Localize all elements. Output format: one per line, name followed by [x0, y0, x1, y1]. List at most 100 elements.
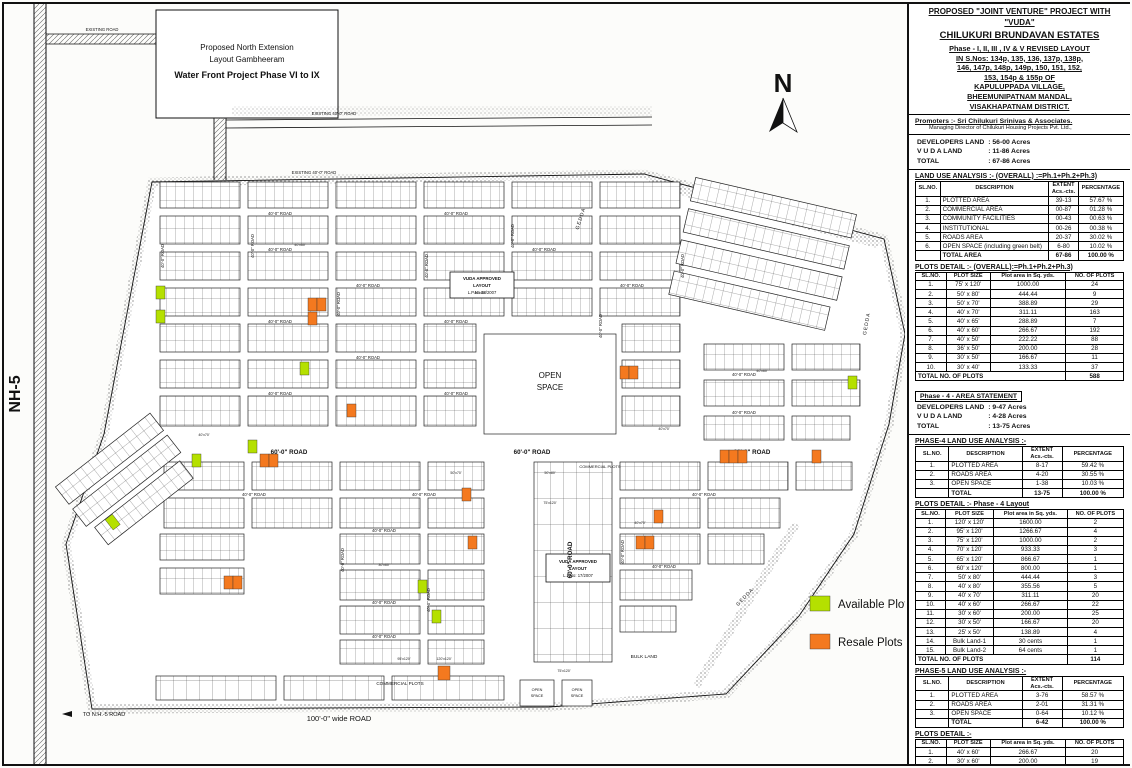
svg-text:SPACE: SPACE — [531, 694, 544, 698]
phase4-statement-heading: Phase - 4 - AREA STATEMENT — [915, 391, 1023, 403]
resale-plot[interactable] — [461, 487, 472, 502]
phase4-area-statement: Phase - 4 - AREA STATEMENT DEVELOPERS LA… — [909, 384, 1130, 434]
svg-text:40'-0" ROAD: 40'-0" ROAD — [444, 391, 468, 396]
svg-text:40'-0" ROAD: 40'-0" ROAD — [268, 391, 292, 396]
resale-plot[interactable] — [628, 365, 639, 380]
resale-plot[interactable] — [268, 453, 279, 468]
bulk-land-label: BULK LAND — [631, 654, 658, 660]
svg-text:40'-0" ROAD: 40'-0" ROAD — [356, 355, 380, 360]
commercial-plots-label-2: COMMERCIAL PLOTS — [376, 681, 423, 686]
svg-text:40'-0" ROAD: 40'-0" ROAD — [372, 600, 396, 605]
phase-description: Phase - I, II, III , IV & V REVISED LAYO… — [949, 43, 1090, 111]
resale-plot[interactable] — [307, 311, 318, 326]
svg-text:40'-0" ROAD: 40'-0" ROAD — [242, 492, 266, 497]
resale-plot[interactable] — [437, 665, 451, 681]
info-panel: PROPOSED "JOINT VENTURE" PROJECT WITH "V… — [907, 4, 1130, 764]
north-arrow: N — [769, 68, 798, 134]
svg-text:40'-0" ROAD: 40'-0" ROAD — [732, 372, 756, 377]
svg-text:40'-0" ROAD: 40'-0" ROAD — [620, 540, 625, 564]
resale-plot[interactable] — [259, 453, 270, 468]
land-summary-row: DEVELOPERS LAND: 56-00 Acres — [917, 139, 1031, 147]
svg-text:40'x70': 40'x70' — [198, 433, 209, 437]
svg-text:40'-0" ROAD: 40'-0" ROAD — [732, 410, 756, 415]
resale-plot[interactable] — [635, 535, 646, 550]
plots-detail-phase5: PLOTS DETAIL :- SL.NO.PLOT SIZE Plot are… — [909, 731, 1130, 764]
legend-resale-swatch — [809, 633, 831, 650]
available-plots — [104, 285, 858, 624]
svg-text:40'-0" ROAD: 40'-0" ROAD — [444, 211, 468, 216]
available-plot[interactable] — [155, 285, 166, 300]
svg-text:40'x60': 40'x60' — [474, 291, 485, 295]
plots-overall-heading: PLOTS DETAIL :- (OVERALL):=Ph.1+Ph.2+Ph.… — [915, 263, 1073, 271]
north-extension-box: Proposed North Extension Layout Gambheer… — [155, 9, 339, 119]
svg-text:OPEN: OPEN — [539, 371, 562, 380]
svg-text:40'-0" ROAD: 40'-0" ROAD — [426, 588, 431, 612]
available-plot[interactable] — [431, 609, 442, 624]
existing-road-topleft: EXISTING ROAD — [46, 27, 158, 45]
available-plot[interactable] — [191, 453, 202, 468]
svg-text:Water Front Project Phase VI t: Water Front Project Phase VI to IX — [174, 70, 319, 80]
phase5-land-use-heading: PHASE-5 LAND USE ANALYSIS :- — [915, 667, 1027, 675]
svg-text:40'-0" ROAD: 40'-0" ROAD — [424, 254, 429, 278]
svg-text:L.P.No 38/2007: L.P.No 38/2007 — [468, 290, 497, 295]
available-plot[interactable] — [847, 375, 858, 390]
resale-plot[interactable] — [811, 449, 822, 464]
legend-available-label: Available Plots — [838, 599, 905, 611]
available-plot[interactable] — [299, 361, 310, 376]
resale-plot[interactable] — [737, 449, 748, 464]
resale-plot[interactable] — [644, 535, 655, 550]
svg-text:N: N — [774, 68, 793, 98]
svg-text:40'-0" ROAD: 40'-0" ROAD — [652, 564, 676, 569]
vuda-approved-box-1: VUDA APPROVED LAYOUT L.P.No 38/2007 — [449, 271, 515, 299]
svg-text:OPEN: OPEN — [532, 688, 543, 692]
resale-plot[interactable] — [467, 535, 478, 550]
available-plot[interactable] — [417, 579, 428, 594]
promoters-line: Promoters :- Sri Chilukuri Srinivas & As… — [915, 118, 1073, 126]
resale-plot[interactable] — [223, 575, 234, 590]
resale-plot[interactable] — [316, 297, 327, 312]
available-plot[interactable] — [104, 513, 121, 531]
svg-text:40'-0" ROAD: 40'-0" ROAD — [250, 234, 255, 258]
estate-name: CHILUKURI BRUNDAVAN ESTATES — [939, 29, 1100, 41]
resale-plot[interactable] — [307, 297, 318, 312]
svg-text:SPACE: SPACE — [537, 383, 564, 392]
resale-plot[interactable] — [346, 403, 357, 418]
svg-text:40'-0" ROAD: 40'-0" ROAD — [620, 283, 644, 288]
svg-text:Proposed North Extension: Proposed North Extension — [200, 43, 293, 52]
available-plot[interactable] — [247, 439, 258, 454]
resale-plot[interactable] — [619, 365, 630, 380]
resale-plot[interactable] — [728, 449, 739, 464]
open-space-areas: OPEN SPACE OPEN SPACE OPEN SPACE — [483, 333, 617, 707]
resale-plot[interactable] — [232, 575, 243, 590]
resale-plot[interactable] — [653, 509, 664, 524]
legend-available-swatch — [809, 595, 831, 612]
existing-road-label: EXISTING ROAD — [86, 27, 119, 32]
phase4-plots-heading: PLOTS DETAIL :- Phase - 4 Layout — [915, 501, 1030, 509]
resale-plot[interactable] — [719, 449, 730, 464]
svg-text:VUDA APPROVED: VUDA APPROVED — [463, 276, 501, 281]
svg-text:50'x70': 50'x70' — [450, 471, 461, 475]
svg-text:120'x120': 120'x120' — [436, 657, 451, 661]
svg-text:60'-0" ROAD: 60'-0" ROAD — [514, 449, 551, 456]
svg-text:40'-0" ROAD: 40'-0" ROAD — [268, 211, 292, 216]
available-plot[interactable] — [155, 309, 166, 324]
svg-text:40'-0" ROAD: 40'-0" ROAD — [680, 254, 685, 278]
svg-text:60'-0" ROAD: 60'-0" ROAD — [734, 449, 771, 456]
